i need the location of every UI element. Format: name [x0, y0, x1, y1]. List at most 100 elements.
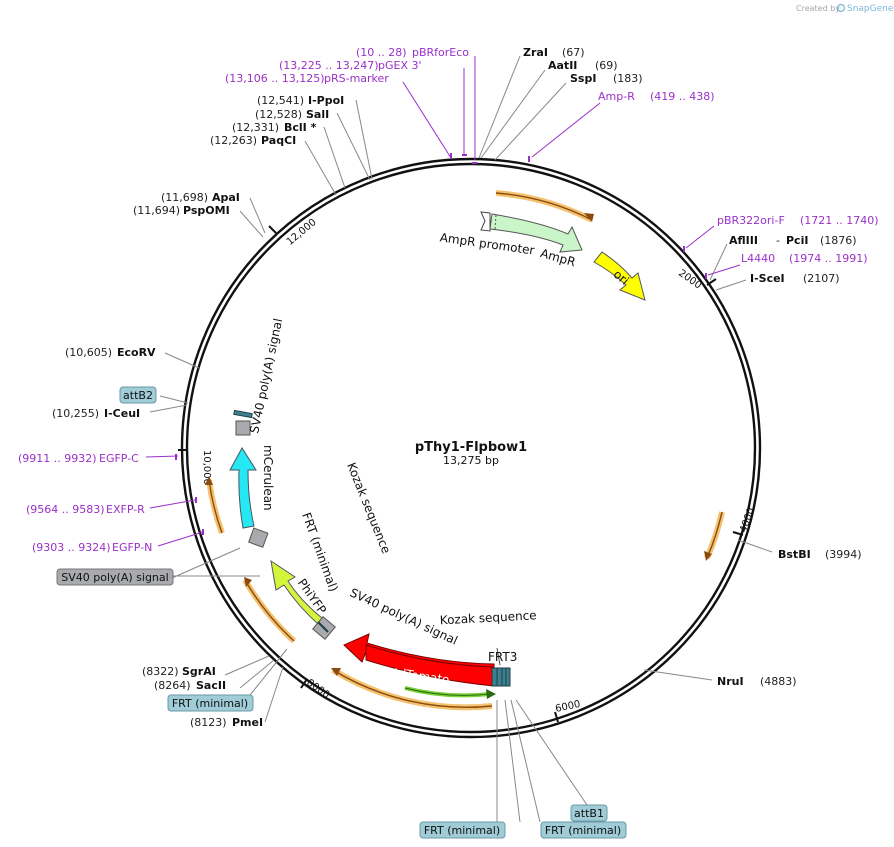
svg-text:(1876): (1876) [820, 234, 857, 247]
svg-text:AflIII: AflIII [729, 234, 758, 247]
sv40-block-top [235, 420, 251, 436]
mcerulean-feature [229, 447, 257, 529]
svg-text:NruI: NruI [717, 675, 744, 688]
frt-minimal-left-box: FRT (minimal) [167, 694, 254, 712]
site-paqci: (12,263) PaqCI [210, 134, 296, 147]
svg-text:(67): (67) [562, 46, 585, 59]
svg-text:(13,106 .. 13,125): (13,106 .. 13,125) [225, 72, 325, 85]
svg-text:I-SceI: I-SceI [750, 272, 785, 285]
svg-text:SacII: SacII [196, 679, 226, 692]
frt3-label: FRT3 [488, 650, 517, 664]
site-zrai: ZraI (67) [523, 46, 585, 59]
svg-text:attB1: attB1 [574, 807, 604, 820]
svg-text:(3994): (3994) [825, 548, 862, 561]
svg-text:PmeI: PmeI [232, 716, 263, 729]
svg-text:ApaI: ApaI [212, 191, 240, 204]
svg-text:Amp-R: Amp-R [598, 90, 635, 103]
svg-text:pBR322ori-F: pBR322ori-F [717, 214, 785, 227]
primer-leaders [145, 56, 741, 547]
svg-text:SV40 poly(A) signal: SV40 poly(A) signal [61, 571, 168, 584]
svg-text:(1721 .. 1740): (1721 .. 1740) [800, 214, 879, 227]
sv40-block-middle [248, 527, 269, 548]
svg-text:(12,263): (12,263) [210, 134, 257, 147]
site-bcli: (12,331) BclI * [232, 121, 317, 134]
plasmid-size: 13,275 bp [443, 454, 499, 467]
orf-arcs [205, 190, 725, 711]
svg-text:(12,331): (12,331) [232, 121, 279, 134]
svg-text:(183): (183) [613, 72, 643, 85]
primer-pgex3: (13,225 .. 13,247) pGEX 3' [279, 59, 422, 72]
attb2-marker [233, 409, 253, 419]
svg-text:BclI *: BclI * [284, 121, 317, 134]
svg-text:FRT (minimal): FRT (minimal) [172, 697, 248, 710]
svg-text:(4883): (4883) [760, 675, 797, 688]
svg-text:ZraI: ZraI [523, 46, 548, 59]
svg-text:EXFP-R: EXFP-R [106, 503, 145, 516]
svg-text:(10,255): (10,255) [52, 407, 99, 420]
sv40-polya-box: SV40 poly(A) signal [56, 568, 174, 586]
tick-10000: 10,000 [201, 450, 212, 485]
svg-text:SspI: SspI [570, 72, 596, 85]
svg-text:SalI: SalI [306, 108, 329, 121]
site-sgrai: (8322) SgrAI [142, 665, 216, 678]
svg-text:(8264): (8264) [154, 679, 191, 692]
site-ippoi: (12,541) I-PpoI [257, 94, 344, 107]
tick-8000: 8000 [304, 677, 331, 701]
kozak-sequence-left-label: Kozak sequence [344, 460, 393, 555]
site-pspomi: (11,694) PspOMI [133, 204, 230, 217]
site-ecorv: (10,605) EcoRV [65, 346, 156, 359]
site-bstbi: BstBI (3994) [778, 548, 862, 561]
svg-text:(9911 .. 9932): (9911 .. 9932) [18, 452, 97, 465]
svg-text:AatII: AatII [548, 59, 577, 72]
site-aatii: AatII (69) [548, 59, 618, 72]
primer-l4440: L4440 (1974 .. 1991) [741, 252, 868, 265]
primer-pbr322orif: pBR322ori-F (1721 .. 1740) [717, 214, 879, 227]
svg-text:L4440: L4440 [741, 252, 775, 265]
primer-egfpc: (9911 .. 9932) EGFP-C [18, 452, 139, 465]
ampr-promoter-feature [480, 211, 491, 232]
tick-4000: 4000 [738, 506, 757, 534]
svg-text:(9303 .. 9324): (9303 .. 9324) [32, 541, 111, 554]
svg-text:(11,698): (11,698) [161, 191, 208, 204]
svg-text:(1974 .. 1991): (1974 .. 1991) [789, 252, 868, 265]
svg-text:(12,528): (12,528) [255, 108, 302, 121]
plasmid-name: pThy1-Flpbow1 [415, 440, 527, 455]
svg-text:PaqCI: PaqCI [261, 134, 296, 147]
primer-exfpr: (9564 .. 9583) EXFP-R [26, 503, 145, 516]
frt3-leader [496, 647, 501, 666]
small-orf-arc [404, 686, 496, 699]
ampr-feature [489, 213, 583, 253]
site-afliii: AflIII - PciI (1876) [729, 234, 857, 247]
primer-marks [175, 153, 707, 535]
svg-text:(8322): (8322) [142, 665, 179, 678]
attb2-box: attB2 [119, 386, 157, 404]
mcerulean-label: mCerulean [261, 445, 275, 511]
credit-brand: SnapGene [847, 4, 894, 14]
attb1-box: attB1 [570, 804, 608, 822]
svg-text:BstBI: BstBI [778, 548, 811, 561]
frt-minimal-bottom1-box: FRT (minimal) [419, 821, 506, 839]
backbone-outer-ring [180, 157, 762, 739]
site-nrui: NruI (4883) [717, 675, 797, 688]
svg-text:FRT (minimal): FRT (minimal) [545, 824, 621, 837]
svg-text:(10,605): (10,605) [65, 346, 112, 359]
frt3-feature [491, 667, 511, 687]
sv40-top-label: SV40 poly(A) signal [247, 317, 285, 435]
svg-text:-: - [776, 234, 780, 247]
ring-ticks [178, 225, 744, 723]
primer-ampr: Amp-R (419 .. 438) [598, 90, 715, 103]
svg-text:(2107): (2107) [803, 272, 840, 285]
svg-text:I-PpoI: I-PpoI [308, 94, 344, 107]
svg-text:attB2: attB2 [123, 389, 153, 402]
svg-text:(11,694): (11,694) [133, 204, 180, 217]
svg-text:pGEX 3': pGEX 3' [378, 59, 422, 72]
svg-text:pBRforEco: pBRforEco [412, 46, 469, 59]
ori-feature [593, 251, 646, 301]
ampr-promoter-label: AmpR promoter [439, 230, 535, 257]
svg-text:FRT (minimal): FRT (minimal) [424, 824, 500, 837]
credit-text: Created by [796, 4, 840, 13]
svg-text:(419 .. 438): (419 .. 438) [650, 90, 715, 103]
site-iscei: I-SceI (2107) [750, 272, 840, 285]
svg-text:PciI: PciI [786, 234, 808, 247]
